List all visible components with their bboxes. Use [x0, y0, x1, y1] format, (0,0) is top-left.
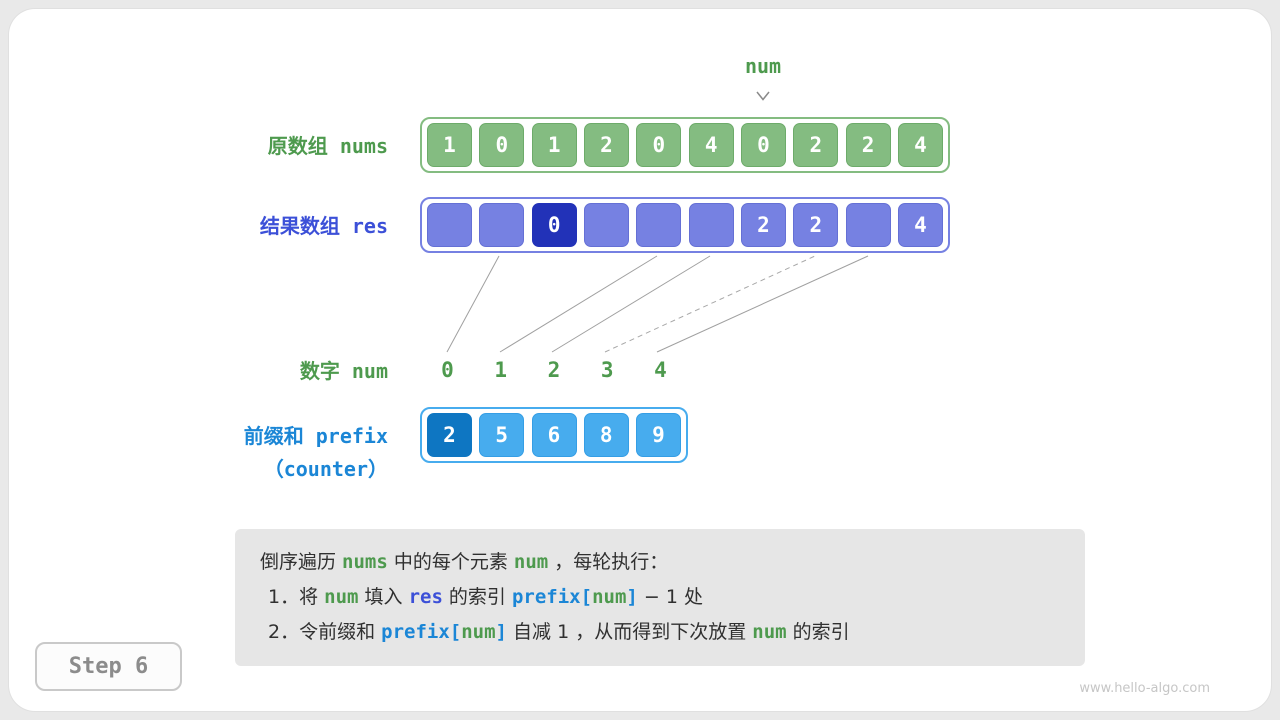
num-row-label: 数字 num [299, 359, 388, 383]
note-text: − 1 处 [637, 586, 703, 608]
explanation-note: 倒序遍历 nums 中的每个元素 num ，每轮执行：1．将 num 填入 re… [235, 529, 1085, 666]
num-digit: 1 [494, 358, 508, 382]
res-cell [636, 203, 682, 247]
note-text: 2．令前缀和 [268, 621, 382, 643]
res-cell [845, 203, 891, 247]
nums-cell: 2 [793, 123, 839, 167]
nums-cell: 2 [583, 123, 629, 167]
note-text: 自减 1 ，从而得到下次放置 [507, 621, 753, 643]
code-token: prefix[ [381, 621, 462, 643]
code-token: prefix[ [511, 586, 593, 608]
num-digit: 4 [654, 358, 667, 382]
num-digit: 3 [600, 358, 614, 382]
res-cell [688, 203, 734, 247]
res-cell: 0 [531, 203, 577, 247]
num-digit: 0 [441, 358, 454, 382]
code-token: num [461, 621, 496, 643]
code-token: num [752, 621, 787, 643]
note-text: ，每轮执行： [548, 551, 669, 573]
note-text: 填入 [358, 586, 409, 608]
nums-cell: 4 [688, 123, 734, 167]
code-token: num [324, 586, 359, 608]
note-text: 的索引 [786, 621, 850, 643]
nums-cell: 2 [845, 123, 891, 167]
note-line: 2．令前缀和 prefix[num] 自减 1 ，从而得到下次放置 num 的索… [260, 615, 1060, 650]
res-array-label: 结果数组 res [259, 214, 388, 238]
code-token: num [592, 586, 627, 608]
res-cell [479, 203, 525, 247]
note-line: 1．将 num 填入 res 的索引 prefix[num] − 1 处 [260, 580, 1060, 615]
nums-cell: 0 [636, 123, 682, 167]
nums-cell: 1 [531, 123, 577, 167]
res-cell: 2 [740, 203, 786, 247]
nums-cell: 0 [740, 123, 786, 167]
code-token: num [513, 551, 549, 573]
code-token: ] [626, 586, 638, 608]
res-cell: 2 [793, 203, 839, 247]
nums-array-label: 原数组 nums [267, 134, 388, 158]
note-text: 倒序遍历 [260, 551, 343, 573]
code-token: res [408, 586, 443, 608]
res-cell [427, 203, 472, 247]
nums-cell: 0 [479, 123, 525, 167]
prefix-cell: 6 [531, 413, 577, 457]
note-text: 中的每个元素 [387, 551, 514, 573]
res-cell: 4 [897, 203, 943, 247]
note-text: 1．将 [268, 586, 325, 608]
code-token: ] [495, 621, 507, 643]
prefix-cell: 8 [583, 413, 629, 457]
prefix-cell: 9 [636, 413, 681, 457]
prefix-array-sublabel: （counter） [263, 457, 388, 481]
note-line: 倒序遍历 nums 中的每个元素 num ，每轮执行： [260, 545, 1060, 580]
down-arrow-icon [756, 86, 770, 101]
res-cell [583, 203, 629, 247]
step-badge: Step 6 [35, 642, 182, 691]
code-token: nums [342, 551, 388, 573]
nums-cell: 4 [897, 123, 943, 167]
prefix-cell: 5 [479, 413, 525, 457]
prefix-cell: 2 [427, 413, 472, 457]
nums-cell: 1 [427, 123, 472, 167]
num-digit: 2 [547, 358, 561, 382]
watermark: www.hello-algo.com [1079, 681, 1210, 696]
note-text: 的索引 [442, 586, 512, 608]
num-digits-row: 0 1 2 3 4 [420, 348, 688, 392]
prefix-array-label: 前缀和 prefix [243, 424, 388, 448]
num-pointer-label: num [744, 54, 782, 78]
